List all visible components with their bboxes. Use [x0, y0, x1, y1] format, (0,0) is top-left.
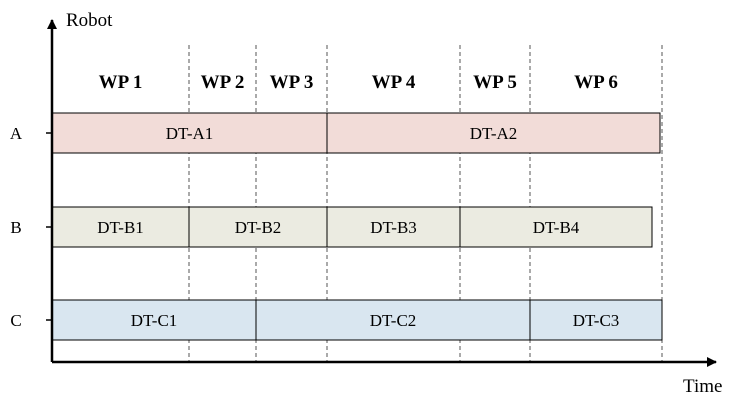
robot-label: C	[10, 311, 21, 330]
wp-header-label: WP 2	[201, 72, 245, 93]
task-label: DT-C3	[573, 311, 620, 330]
robot-label: B	[10, 218, 21, 237]
task-bar	[459, 206, 653, 248]
robot-label: A	[10, 124, 23, 143]
task-bar	[255, 299, 531, 341]
wp-header-label: WP 4	[372, 72, 416, 93]
task-label: DT-B3	[370, 218, 417, 237]
task-bar	[326, 112, 661, 154]
y-axis-title: Robot	[66, 10, 113, 31]
task-bar	[188, 206, 328, 248]
task-label: DT-A2	[470, 124, 518, 143]
wp-header-label: WP 3	[270, 72, 314, 93]
task-bar	[529, 299, 663, 341]
task-label: DT-B1	[97, 218, 144, 237]
task-label: DT-B2	[235, 218, 282, 237]
task-bar	[51, 299, 257, 341]
wp-header-label: WP 5	[473, 72, 517, 93]
task-label: DT-A1	[166, 124, 214, 143]
task-label: DT-C1	[131, 311, 178, 330]
task-label: DT-B4	[533, 218, 580, 237]
x-axis-title: Time	[683, 376, 722, 397]
task-label: DT-C2	[370, 311, 417, 330]
wp-header-label: WP 1	[99, 72, 143, 93]
wp-header-label: WP 6	[574, 72, 618, 93]
